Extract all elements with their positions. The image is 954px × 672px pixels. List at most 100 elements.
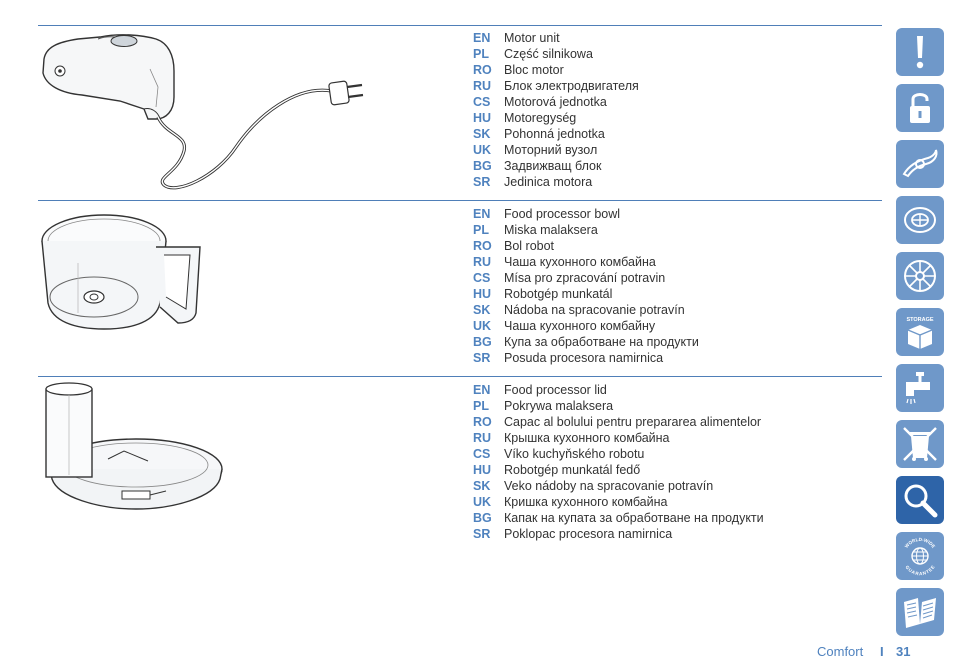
language-code: SR <box>473 175 491 189</box>
magnifier-icon <box>904 484 938 518</box>
part-name: Food processor bowl <box>504 207 621 221</box>
part-name: Pohonná jednotka <box>504 127 605 141</box>
part-name: Bol robot <box>504 239 555 253</box>
language-code: SK <box>473 127 491 141</box>
language-code: EN <box>473 207 491 221</box>
translation-row: RU Крышка кухонного комбайна <box>473 430 764 446</box>
tab-lock[interactable] <box>896 84 944 132</box>
part-name: Robotgép munkatál <box>504 287 613 301</box>
translation-row: UK Кришка кухонного комбайна <box>473 494 764 510</box>
part-name: Капак на купата за обработване на продук… <box>504 511 764 525</box>
part-name: Posuda procesora namirnica <box>504 351 664 365</box>
language-code: PL <box>473 399 489 413</box>
language-code: BG <box>473 159 492 173</box>
padlock-icon <box>910 93 930 123</box>
tab-environment[interactable] <box>896 420 944 468</box>
flower-disc-icon <box>904 260 936 292</box>
part-name: Motor unit <box>504 31 560 45</box>
translation-row: RO Bloc motor <box>473 62 639 78</box>
storage-label: STORAGE <box>906 317 933 323</box>
language-code: UK <box>473 495 492 509</box>
translation-row: PL Część silnikowa <box>473 46 639 62</box>
tab-guide[interactable] <box>896 588 944 636</box>
globe-guarantee-icon: WORLD-WIDE GUARANTEE <box>904 537 936 576</box>
language-code: RO <box>473 63 492 77</box>
tab-storage[interactable]: STORAGE <box>896 308 944 356</box>
language-code: SK <box>473 303 491 317</box>
footer-section-label: Comfort <box>817 644 864 659</box>
blade-icon <box>902 149 938 178</box>
language-code: CS <box>473 271 491 285</box>
part-name: Bloc motor <box>504 63 564 77</box>
language-code: RU <box>473 255 492 269</box>
language-code: RU <box>473 431 492 445</box>
translation-row: SR Jedinica motora <box>473 174 639 190</box>
section-divider <box>38 376 882 377</box>
part-name: Nádoba na spracovanie potravín <box>504 303 685 317</box>
language-code: RO <box>473 415 492 429</box>
tab-blade[interactable] <box>896 140 944 188</box>
part-name: Задвижващ блок <box>504 159 602 173</box>
guarantee-top-label: WORLD-WIDE <box>904 537 936 549</box>
part-name: Чаша кухонного комбайна <box>504 255 656 269</box>
tab-cleaning[interactable] <box>896 364 944 412</box>
lid-illustration <box>45 382 223 510</box>
language-code: PL <box>473 47 489 61</box>
page-number: 31 <box>896 644 911 659</box>
language-code: BG <box>473 335 492 349</box>
part-name: Кришка кухонного комбайна <box>504 495 668 509</box>
tab-disc[interactable] <box>896 196 944 244</box>
language-code: PL <box>473 223 489 237</box>
tab-parts-search[interactable] <box>896 476 944 524</box>
language-code: EN <box>473 383 491 397</box>
part-name: Motoregység <box>504 111 577 125</box>
translation-row: EN Motor unit <box>473 30 639 46</box>
tab-safety[interactable] <box>896 28 944 76</box>
part-name: Część silnikowa <box>504 47 593 61</box>
translation-row: SR Posuda procesora namirnica <box>473 350 699 366</box>
motor-unit-illustration <box>42 34 364 190</box>
exclamation-icon <box>916 36 924 69</box>
translation-row: EN Food processor bowl <box>473 206 699 222</box>
language-code: HU <box>473 287 492 301</box>
part-name: Poklopac procesora namirnica <box>504 527 673 541</box>
language-code: SR <box>473 351 491 365</box>
language-code: EN <box>473 31 491 45</box>
translation-row: SK Nádoba na spracovanie potravín <box>473 302 699 318</box>
tab-guarantee[interactable]: WORLD-WIDE GUARANTEE <box>896 532 944 580</box>
language-code: UK <box>473 143 492 157</box>
part-name: Купа за обработване на продукти <box>504 335 699 349</box>
translation-row: BG Задвижващ блок <box>473 158 639 174</box>
language-code: CS <box>473 447 491 461</box>
part-name: Jedinica motora <box>504 175 593 189</box>
language-code: BG <box>473 511 492 525</box>
part-name: Крышка кухонного комбайна <box>504 431 670 445</box>
language-code: RU <box>473 79 492 93</box>
language-code: UK <box>473 319 492 333</box>
part-name: Robotgép munkatál fedő <box>504 463 641 477</box>
tab-emulsifying-disc[interactable] <box>896 252 944 300</box>
part-name: Veko nádoby na spracovanie potravín <box>504 479 714 493</box>
part-name: Motorová jednotka <box>504 95 607 109</box>
part-name: Pokrywa malaksera <box>504 399 614 413</box>
language-code: SK <box>473 479 491 493</box>
translation-row: BG Капак на купата за обработване на прод… <box>473 510 764 526</box>
disc-icon <box>904 207 936 233</box>
tap-icon <box>906 372 930 404</box>
translation-row: HU Robotgép munkatál <box>473 286 699 302</box>
